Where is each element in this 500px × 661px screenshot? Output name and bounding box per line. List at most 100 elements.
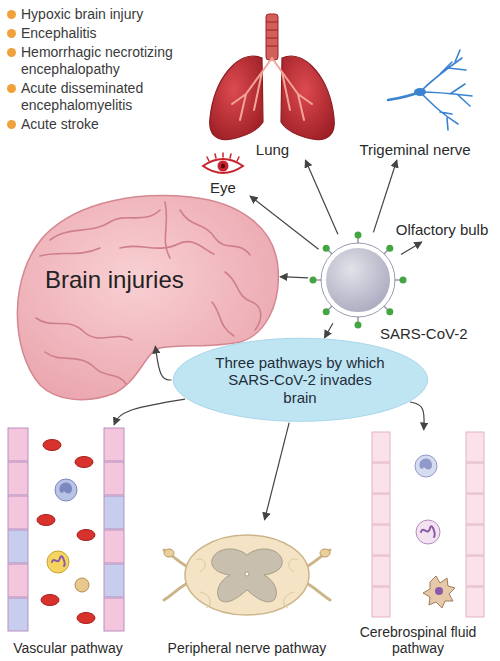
barrier-cell <box>466 463 484 493</box>
iris <box>218 161 229 172</box>
brain-gyrus <box>50 210 160 240</box>
arrow-connector <box>324 323 333 338</box>
macrophage <box>423 576 455 608</box>
bullet-item: Hypoxic brain injury <box>4 6 188 23</box>
bullet-dot <box>7 48 16 57</box>
endothelial-cell <box>104 462 124 495</box>
node-label: Peripheral nerve pathway <box>168 640 327 656</box>
red-blood-cell <box>41 595 59 606</box>
bullet-text: Hypoxic brain injury <box>21 6 143 22</box>
csf-figure: Cerebrospinal fluid pathway <box>340 430 496 658</box>
vascular-illustration <box>8 428 124 631</box>
ellipse-shape <box>173 338 427 421</box>
barrier-cell <box>466 494 484 524</box>
trachea-rings <box>266 22 278 46</box>
endothelial-cell <box>8 564 28 597</box>
brain-gyrus <box>212 302 234 336</box>
lymphocyte <box>47 551 69 573</box>
node-label: SARS-CoV-2 <box>380 325 468 342</box>
barrier-cell <box>372 556 390 586</box>
endothelial-cell <box>8 496 28 529</box>
endothelial-cell <box>8 428 28 461</box>
virus-spikes <box>316 238 400 322</box>
arrow-connector <box>114 399 185 425</box>
figure-title: Brain injuries <box>45 266 184 294</box>
barrier-cell <box>372 525 390 555</box>
monocyte-nucleus <box>419 458 432 469</box>
brain-gyrus <box>40 248 100 256</box>
endothelial-cell <box>104 428 124 461</box>
virus-core <box>324 246 392 314</box>
arrow-connector <box>410 402 424 430</box>
red-blood-cell <box>75 457 93 468</box>
spike-protein <box>323 245 330 252</box>
root-ganglion <box>164 549 174 557</box>
spike-protein <box>386 245 393 252</box>
lymphocyte-nucleus <box>421 526 435 537</box>
brain-sulcus <box>165 202 170 258</box>
nerve-branch <box>420 92 458 130</box>
olfactory-bulb-box: Olfactory bulb <box>390 218 494 242</box>
trigeminal-nerve-figure: Trigeminal nerve <box>350 48 480 160</box>
arrow-connector <box>264 423 289 520</box>
bullet-dot <box>7 10 16 19</box>
brain-gyrus <box>45 352 126 384</box>
arrow-connector <box>155 346 171 380</box>
virus-envelope <box>321 243 395 317</box>
barrier-cell <box>466 556 484 586</box>
node-label: Vascular pathway <box>13 640 122 656</box>
endothelial-cell <box>8 530 28 563</box>
right-lung <box>281 56 334 139</box>
endothelial-cell <box>104 530 124 563</box>
bronchi <box>232 58 312 120</box>
brain-figure: Brain injuries <box>10 196 280 346</box>
node-label: Lung <box>256 141 289 158</box>
lung-figure: Lung <box>205 10 340 160</box>
bullet-text: Acute stroke <box>21 116 99 132</box>
nerve-branch <box>420 50 466 92</box>
nerve-ganglion <box>414 88 426 96</box>
virus-particle: SARS-CoV-2 <box>308 230 408 330</box>
eye-figure: Eye <box>196 152 250 198</box>
endothelial-cell <box>8 598 28 631</box>
red-blood-cell <box>77 530 95 541</box>
immune-cell <box>75 578 89 592</box>
vascular-figure: Vascular pathway <box>4 425 132 658</box>
bullet-text: Encephalitis <box>21 25 97 41</box>
endothelial-cell <box>104 598 124 631</box>
bullet-item: Hemorrhagic necrotizing encephalopathy <box>4 44 188 78</box>
eyelashes <box>207 153 239 161</box>
gray-matter <box>212 549 282 602</box>
bullet-dot <box>7 29 16 38</box>
barrier-cell <box>372 494 390 524</box>
spike-protein <box>386 308 393 315</box>
brain-gyrus <box>180 210 250 255</box>
monocyte <box>415 455 437 477</box>
bullet-list: Hypoxic brain injuryEncephalitisHemorrha… <box>4 6 188 135</box>
monocyte-nucleus <box>59 482 72 493</box>
spike-protein <box>323 308 330 315</box>
spike-protein <box>310 277 317 284</box>
endothelial-cell <box>104 564 124 597</box>
lymphocyte-nucleus <box>52 556 65 566</box>
red-blood-cell <box>77 613 95 624</box>
arrow-connector <box>401 242 422 254</box>
barrier-cell <box>372 587 390 617</box>
macrophage-nucleus <box>435 587 443 595</box>
root-ganglion <box>320 549 330 557</box>
eye-illustration <box>203 153 243 173</box>
spinal-cord-illustration <box>164 535 330 615</box>
pupil <box>221 164 225 168</box>
spinal-cord <box>185 535 309 615</box>
node-label: Olfactory bulb <box>396 221 489 238</box>
spike-protein <box>400 277 407 284</box>
barrier-cell <box>466 587 484 617</box>
barrier-cell <box>466 525 484 555</box>
barrier-cell <box>372 463 390 493</box>
red-blood-cell <box>37 515 55 526</box>
bullet-item: Encephalitis <box>4 25 188 42</box>
node-label: Cerebrospinal fluid pathway <box>348 624 488 656</box>
arrow-connector <box>250 196 319 249</box>
